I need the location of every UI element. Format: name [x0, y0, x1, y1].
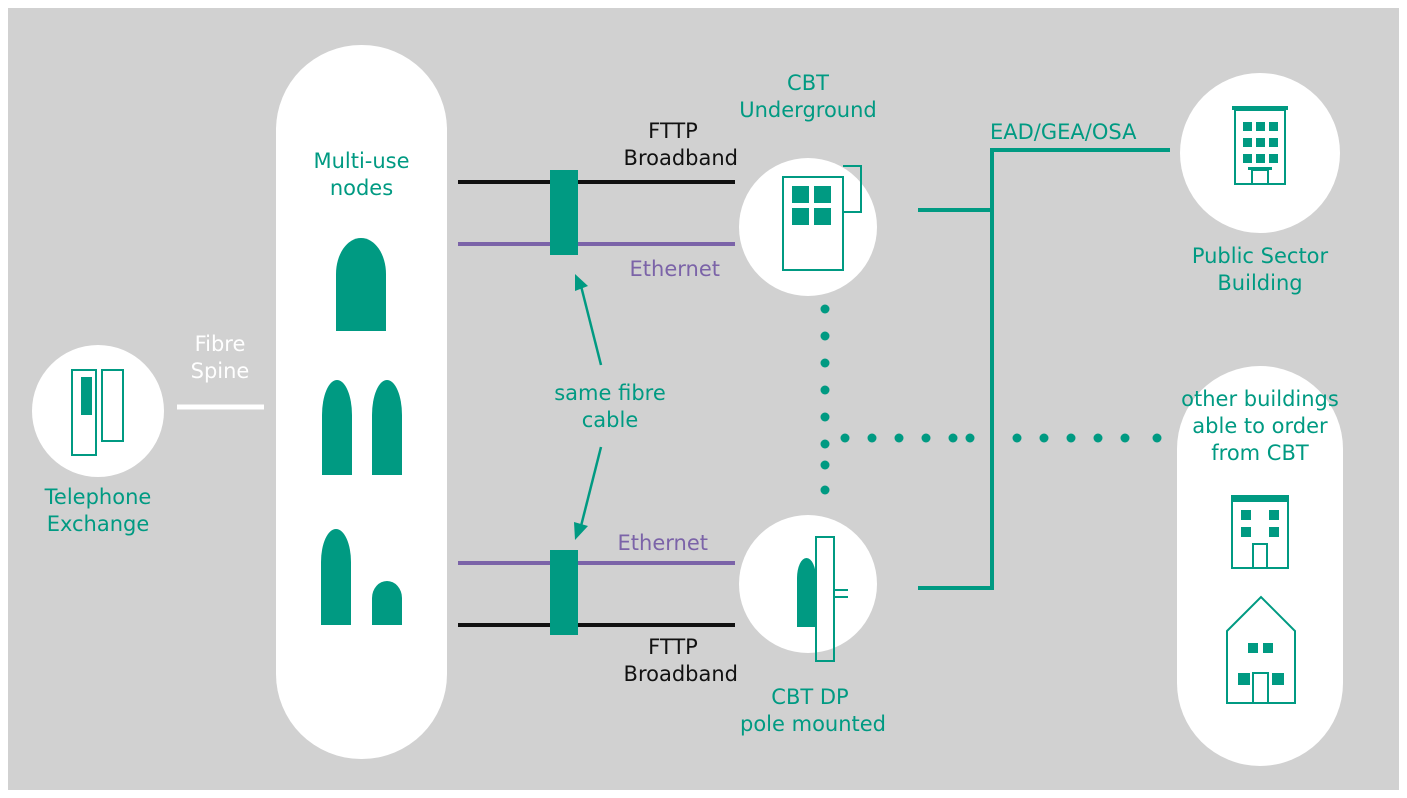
public-sector-building-icon [1232, 106, 1288, 185]
cbt-underground-circle [739, 158, 877, 296]
ead-gea-osa-label: EAD/GEA/OSA [990, 120, 1137, 144]
exchange-circle [32, 345, 164, 477]
node-icon-pair-left [322, 380, 352, 475]
multi-use-node-panel [276, 45, 447, 759]
diagram-background [8, 8, 1399, 790]
bottom-cable-joint [550, 550, 578, 635]
node-icon-large [336, 238, 386, 331]
dotted-links [820, 304, 1162, 495]
office-building-icon [1231, 495, 1289, 569]
other-buildings-panel [1177, 366, 1343, 766]
house-icon [1226, 595, 1296, 704]
top-cable-joint [550, 170, 578, 255]
cbt-dp-icon [797, 536, 848, 662]
ead-trunk-line [918, 148, 1170, 590]
node-icon-pair-right [372, 380, 402, 475]
public-sector-circle [1180, 73, 1340, 233]
same-fibre-arrows [574, 274, 603, 540]
ethernet-top-label: Ethernet [629, 257, 720, 281]
node-icon-tall [321, 529, 351, 625]
cbt-underground-icon [782, 165, 862, 271]
node-icon-short [372, 581, 402, 625]
exchange-icon [71, 369, 124, 456]
ethernet-bottom-label: Ethernet [617, 531, 708, 555]
